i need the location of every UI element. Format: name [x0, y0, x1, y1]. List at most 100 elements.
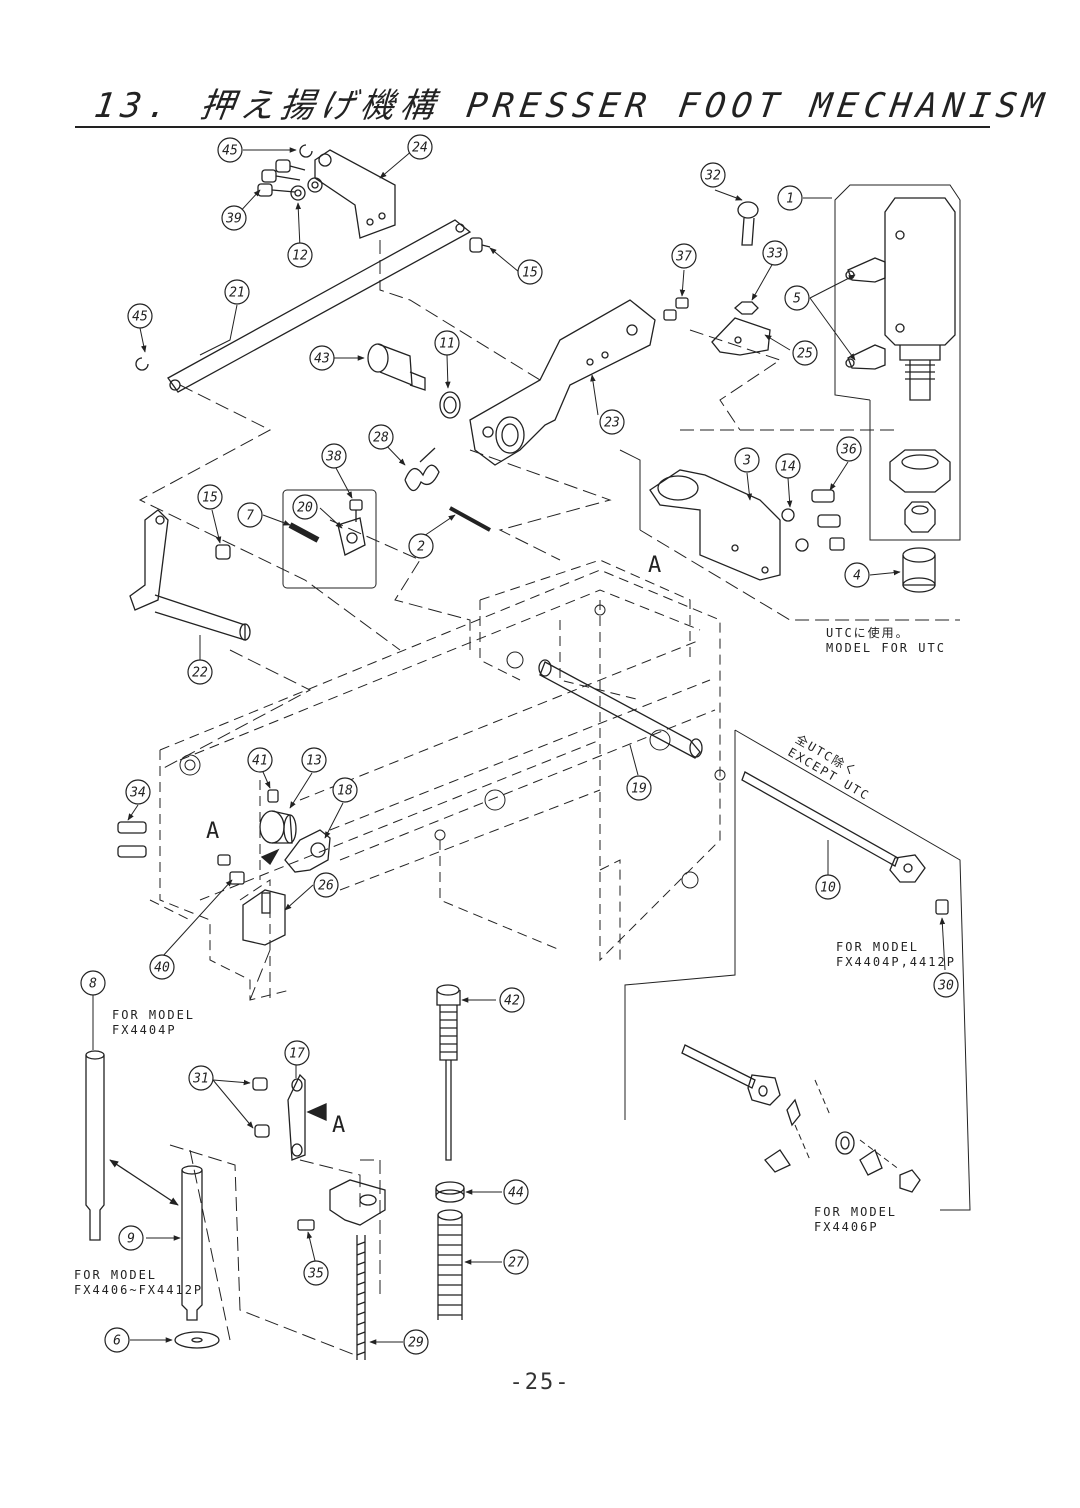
callout-2: 2: [408, 533, 434, 559]
callout-10: 10: [815, 874, 841, 900]
callout-number: 21: [229, 286, 245, 301]
callout-circle: [407, 134, 433, 160]
callout-circle: [80, 970, 106, 996]
callout-circle: [313, 872, 339, 898]
callout-11: 11: [434, 330, 460, 356]
callout-circle: [503, 1249, 529, 1275]
part-38-screw: [349, 499, 363, 522]
callout-25: 25: [792, 340, 818, 366]
frame-holes: [179, 604, 726, 889]
callout-circle: [321, 443, 347, 469]
part-36-screws: [811, 489, 845, 551]
callout-number: 25: [797, 347, 813, 362]
callout-number: 45: [222, 144, 238, 159]
callout-circle: [127, 303, 153, 329]
part-20-group-box: [282, 489, 377, 589]
callout-number: 45: [132, 310, 148, 325]
callout-number: 30: [937, 979, 954, 994]
callout-number: 2: [417, 540, 425, 555]
callout-14: 14: [775, 453, 801, 479]
part-20-collar: [337, 517, 366, 556]
callout-circle: [836, 436, 862, 462]
part-31-screws: [252, 1077, 270, 1138]
part-28-spring: [404, 447, 440, 492]
callout-number: 36: [840, 443, 857, 458]
part-5-fittings: [845, 257, 886, 370]
callout-circle: [792, 340, 818, 366]
part-22-shaft: [129, 509, 251, 641]
callout-number: 44: [508, 1186, 524, 1201]
callout-number: 12: [292, 249, 308, 264]
view-label-a-left: A: [206, 819, 219, 844]
callout-21: 21: [224, 279, 250, 305]
part-26-block: [242, 889, 286, 946]
part-30-setscrew: [935, 899, 949, 915]
part-44-nut: [435, 1181, 465, 1203]
part-42-adjust-screw: [436, 984, 461, 1161]
part-15-pin-top: [469, 237, 491, 253]
callout-number: 18: [337, 784, 353, 799]
note-fx4406p: FOR MODEL FX4406P: [814, 1205, 898, 1234]
callout-circle: [284, 1040, 310, 1066]
part-18-arm: [284, 829, 331, 873]
callout-34: 34: [125, 779, 151, 805]
part-43-screw: [367, 343, 426, 391]
callout-number: 43: [314, 352, 330, 367]
callout-circle: [301, 747, 327, 773]
callout-circle: [224, 279, 250, 305]
callout-26: 26: [313, 872, 339, 898]
callout-number: 10: [820, 881, 836, 896]
note-fx4404p: FOR MODEL FX4404P: [112, 1008, 196, 1037]
part-45-ering-left: [135, 357, 149, 371]
callout-42: 42: [499, 987, 525, 1013]
part-27-spring: [437, 1209, 463, 1320]
callout-3: 3: [734, 447, 760, 473]
callout-number: 26: [318, 879, 334, 894]
callout-number: 15: [522, 266, 538, 281]
callout-15: 15: [517, 259, 543, 285]
cylinder-nut-small: [904, 501, 936, 533]
callout-number: 15: [202, 491, 218, 506]
view-arrow-a: [260, 848, 280, 866]
group-boundaries: [619, 184, 971, 1211]
callout-number: 4: [853, 569, 861, 584]
part-15-pin-left: [215, 544, 231, 560]
callout-37: 37: [671, 243, 697, 269]
callout-17: 17: [284, 1040, 310, 1066]
callout-number: 32: [704, 169, 721, 184]
callout-number: 11: [439, 337, 455, 352]
callout-number: 39: [225, 212, 242, 227]
callout-33: 33: [762, 240, 788, 266]
callout-number: 13: [306, 754, 322, 769]
callout-35: 35: [303, 1260, 329, 1286]
callout-circle: [287, 242, 313, 268]
callout-number: 14: [780, 460, 796, 475]
view-label-a-upper: A: [648, 553, 661, 578]
callout-38: 38: [321, 443, 347, 469]
callout-18: 18: [332, 777, 358, 803]
callout-circle: [247, 747, 273, 773]
part-1-cylinder: [884, 197, 956, 401]
part-9-bar: [181, 1165, 203, 1321]
title-rule: [75, 126, 990, 128]
callout-circle: [517, 259, 543, 285]
callout-32: 32: [700, 162, 726, 188]
part-11-washer: [439, 391, 461, 419]
callout-number: 22: [192, 666, 208, 681]
part-19-shaft: [538, 659, 703, 759]
callout-13: 13: [301, 747, 327, 773]
callout-number: 5: [793, 292, 801, 307]
callout-circle: [933, 972, 959, 998]
page-number: -25-: [509, 1370, 571, 1395]
part-4-cap: [902, 547, 936, 593]
view-arrow-a-lower: [306, 1102, 327, 1122]
callout-number: 6: [113, 1334, 121, 1349]
callout-circle: [775, 453, 801, 479]
callout-number: 1: [786, 192, 794, 207]
part-13-collar: [259, 810, 297, 844]
part-34-screws: [117, 821, 147, 858]
callout-circle: [599, 409, 625, 435]
part-45-ering-top: [299, 144, 313, 158]
